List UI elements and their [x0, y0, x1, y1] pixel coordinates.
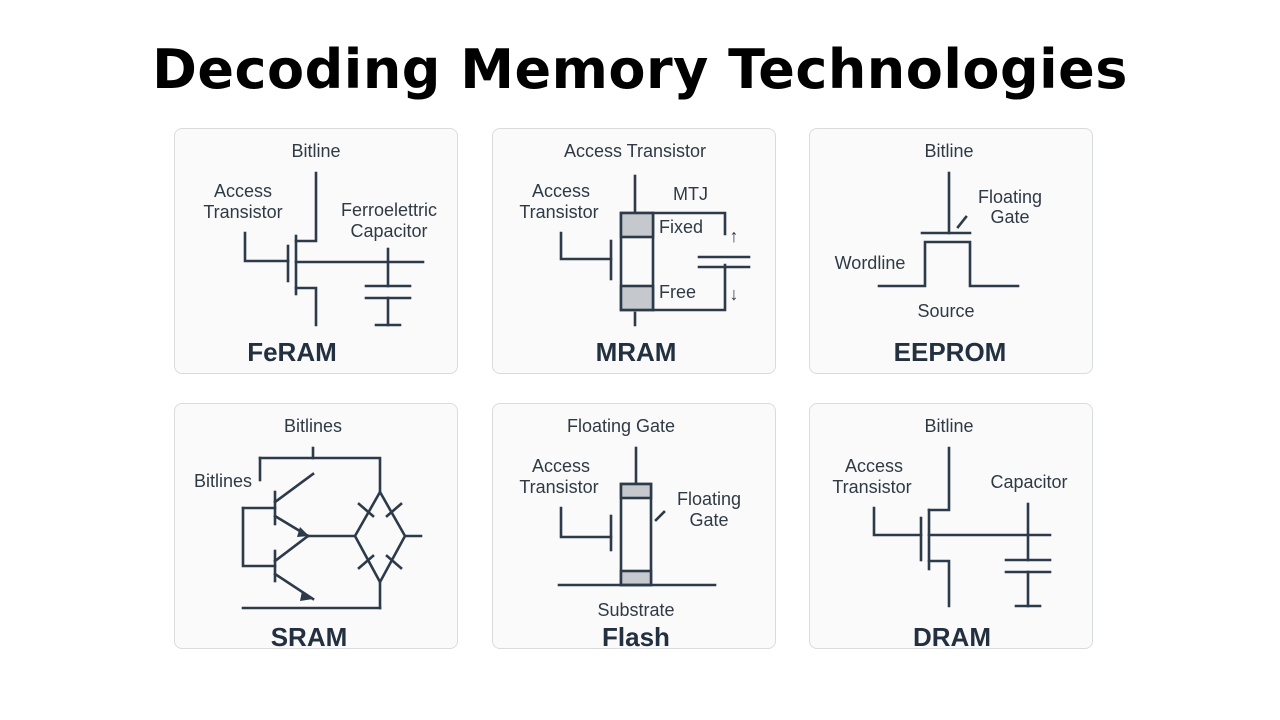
- emitter-arrow-icon: [300, 591, 313, 601]
- access-label-line2: Transistor: [832, 477, 911, 497]
- bitlines-left-label: Bitlines: [194, 471, 252, 491]
- floating-gate-pointer: [956, 215, 968, 229]
- sram-cell-symbol: [241, 446, 423, 610]
- page-title: Decoding Memory Technologies: [152, 38, 1128, 101]
- feram-title: FeRAM: [247, 337, 337, 367]
- dram-card: Bitline Access Transistor Capacitor DRAM: [809, 403, 1093, 650]
- sram-card: Bitlines Bitlines SRAM: [174, 403, 458, 650]
- mram-title: MRAM: [596, 337, 677, 367]
- eeprom-cell-symbol: [877, 171, 1020, 288]
- flash-schematic: Floating Gate Access Transistor Floating…: [519, 416, 741, 650]
- control-gate-layer: [619, 482, 653, 500]
- transistor-symbol: [559, 174, 637, 327]
- floating-gate-top-label: Floating Gate: [567, 416, 675, 436]
- access-label-line2: Transistor: [519, 202, 598, 222]
- flash-cell-symbol: [557, 446, 717, 587]
- eeprom-title: EEPROM: [894, 337, 1007, 367]
- access-label-line1: Access: [845, 456, 903, 476]
- sram-title: SRAM: [271, 622, 348, 650]
- fixed-layer: [619, 211, 655, 239]
- flash-title: Flash: [602, 622, 670, 650]
- ferro-label-line1: Ferroelettric: [341, 200, 437, 220]
- capacitor-symbol: [927, 502, 1052, 608]
- floating-gate-label-line1: Floating: [677, 489, 741, 509]
- bitline-label: Bitline: [291, 141, 340, 161]
- down-arrow-icon: ↓: [730, 284, 739, 304]
- access-label-line1: Access: [532, 181, 590, 201]
- access-label-line1: Access: [214, 181, 272, 201]
- dram-title: DRAM: [913, 622, 991, 650]
- capacitor-label: Capacitor: [990, 472, 1067, 492]
- ferroelectric-capacitor-symbol: [294, 247, 425, 327]
- floating-gate-pointer: [654, 510, 666, 522]
- bitline-label: Bitline: [924, 141, 973, 161]
- free-layer: [619, 284, 655, 312]
- flash-card: Floating Gate Access Transistor Floating…: [492, 403, 776, 650]
- access-transistor-top-label: Access Transistor: [564, 141, 706, 161]
- access-label-line1: Access: [532, 456, 590, 476]
- wordline-label: Wordline: [835, 253, 906, 273]
- sram-schematic: Bitlines Bitlines SRAM: [194, 416, 423, 650]
- transistor-symbol: [872, 446, 951, 608]
- access-label-line2: Transistor: [519, 477, 598, 497]
- bitline-label: Bitline: [924, 416, 973, 436]
- substrate-label: Substrate: [597, 600, 674, 620]
- feram-schematic: Bitline Access Transistor Ferroelettric …: [203, 141, 437, 367]
- mram-schematic: Access Transistor Access Transistor MTJ …: [519, 141, 751, 367]
- access-label-line2: Transistor: [203, 202, 282, 222]
- bitlines-top-label: Bitlines: [284, 416, 342, 436]
- free-label: Free: [659, 282, 696, 302]
- mram-card: Access Transistor Access Transistor MTJ …: [492, 128, 776, 374]
- floating-gate-label-line1: Floating: [978, 187, 1042, 207]
- ferro-label-line2: Capacitor: [350, 221, 427, 241]
- up-arrow-icon: ↑: [730, 226, 739, 246]
- tunnel-layer: [619, 569, 653, 587]
- floating-gate-label-line2: Gate: [990, 207, 1029, 227]
- source-label: Source: [917, 301, 974, 321]
- floating-gate-label-line2: Gate: [689, 510, 728, 530]
- eeprom-card: Bitline Floating Gate Wordline Source EE…: [809, 128, 1093, 374]
- mtj-label: MTJ: [673, 184, 708, 204]
- transistor-symbol: [243, 171, 318, 327]
- emitter-arrow-icon: [297, 527, 309, 537]
- eeprom-schematic: Bitline Floating Gate Wordline Source EE…: [835, 141, 1042, 367]
- feram-card: Bitline Access Transistor Ferroelettric …: [174, 128, 458, 374]
- mtj-stack: [619, 211, 751, 312]
- dram-schematic: Bitline Access Transistor Capacitor DRAM: [832, 416, 1067, 650]
- fixed-label: Fixed: [659, 217, 703, 237]
